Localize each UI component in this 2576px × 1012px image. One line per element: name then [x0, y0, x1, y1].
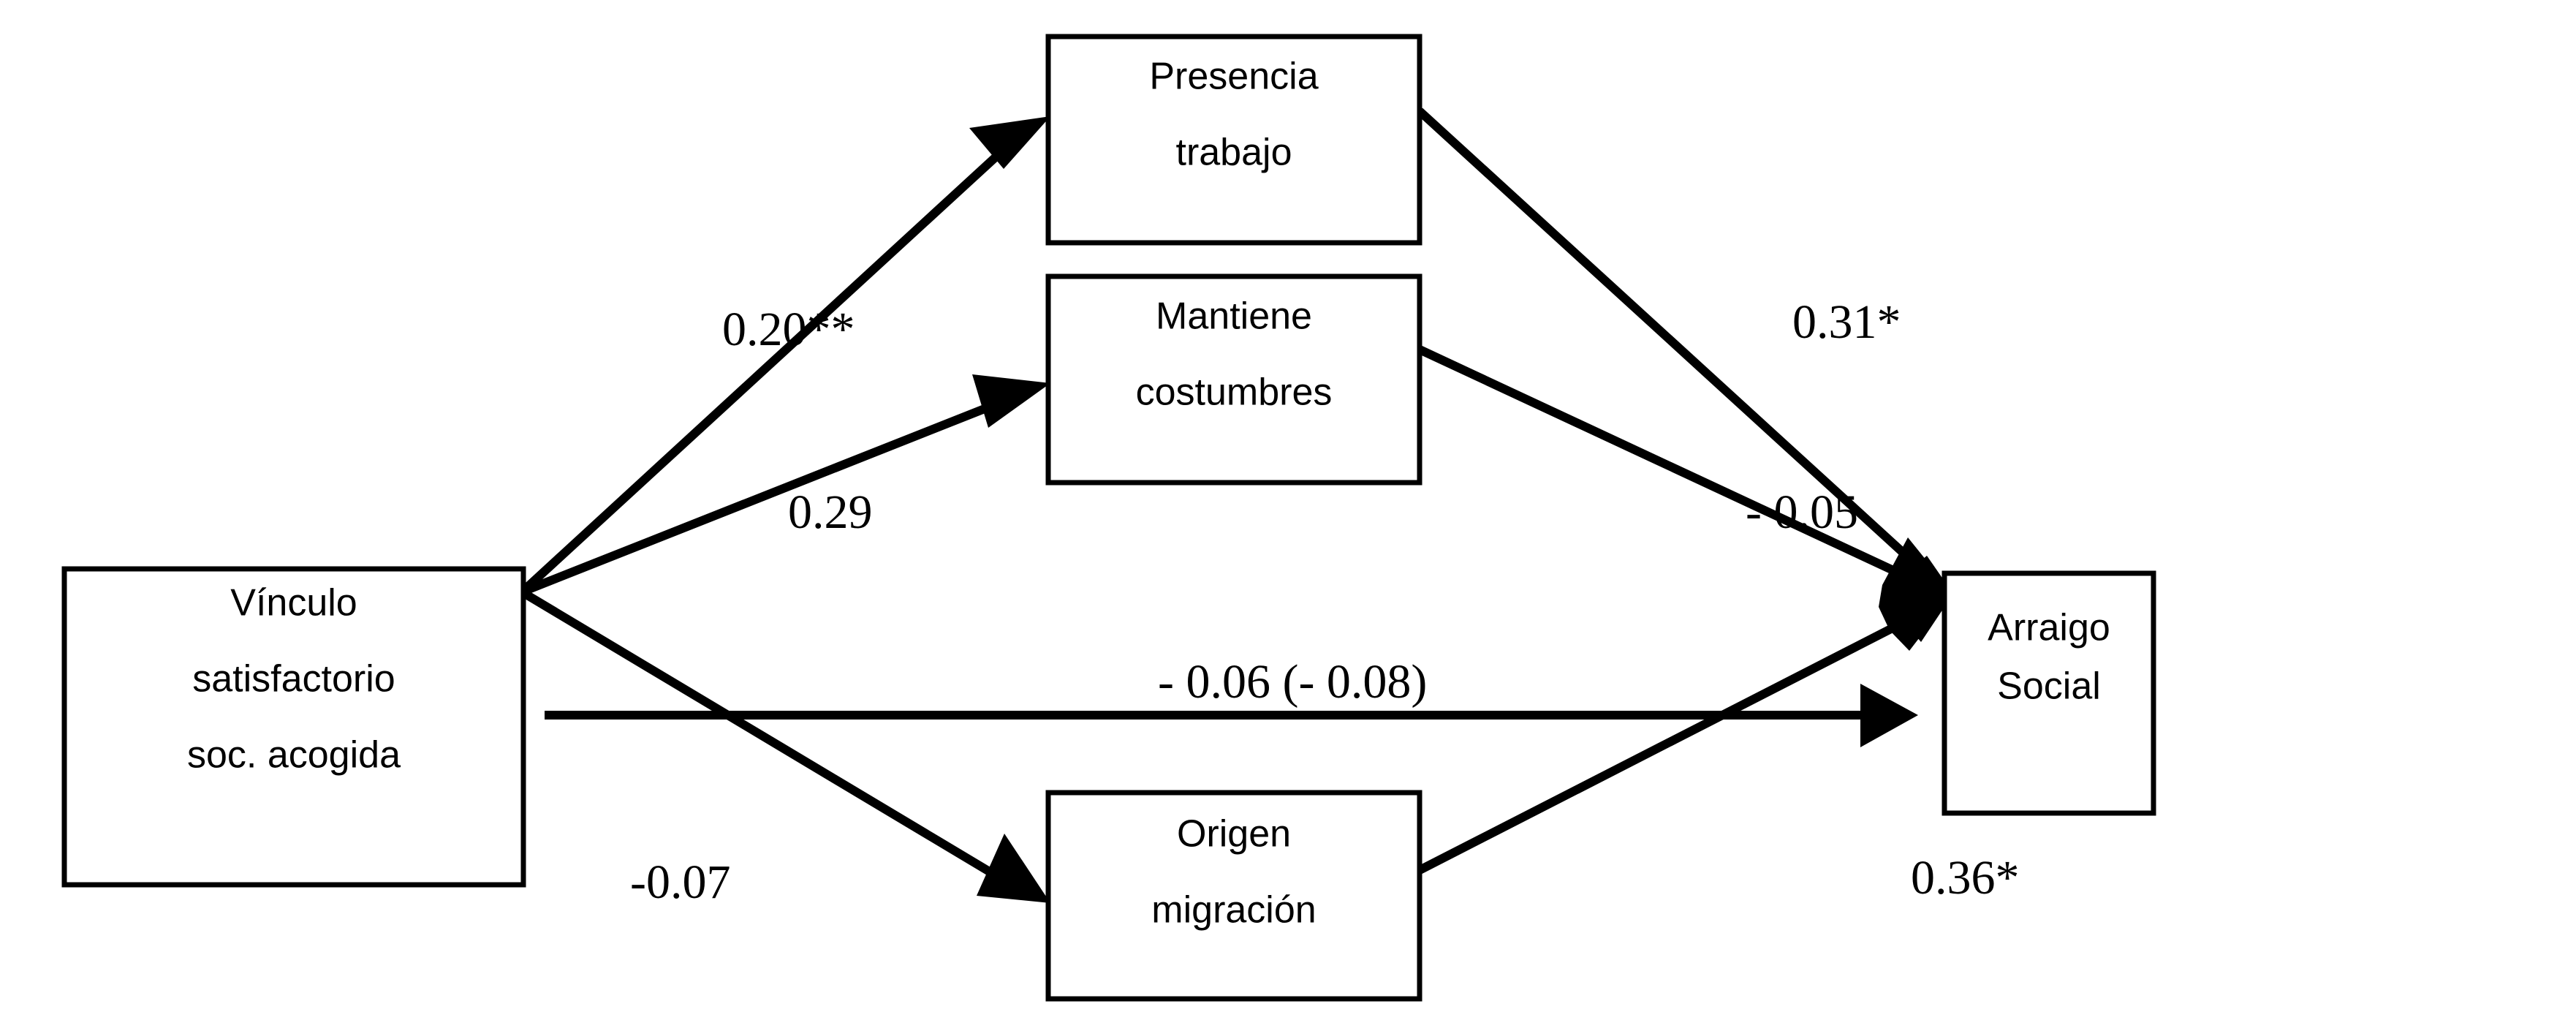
edge-line-b1	[1416, 107, 1952, 597]
coefficient-label-b2: - 0.05	[1746, 486, 1858, 539]
coefficient-label-a2: 0.29	[788, 486, 873, 539]
coefficient-label-a3: -0.07	[630, 856, 730, 909]
node-arraigo-social[interactable]: Arraigo Social	[1942, 570, 2156, 816]
edge-line-a2	[523, 389, 1026, 595]
node-label-mantiene-line2: costumbres	[1136, 371, 1333, 414]
edge-line-a1	[521, 128, 1027, 593]
node-origen-migracion[interactable]: Origen migración	[1045, 790, 1423, 1002]
edge-mantiene-costumbres-to-arraigo-social	[1417, 345, 1950, 600]
arrow-head-a3	[977, 834, 1050, 903]
node-label-origen-line1: Origen	[1177, 813, 1291, 856]
edge-predictor-to-mantiene-costumbres	[523, 374, 1050, 595]
coefficient-label-a1: 0.20**	[722, 303, 855, 356]
node-label-presencia-line1: Presencia	[1149, 56, 1318, 98]
node-label-arraigo-line1: Arraigo	[1988, 607, 2110, 649]
edge-direct-predictor-to-arraigo-social	[545, 684, 1918, 747]
node-vinculo-satisfactorio[interactable]: Vínculo satisfactorio soc. acogida	[61, 566, 526, 888]
coefficient-label-c: - 0.06 (- 0.08)	[1158, 655, 1427, 709]
node-box-arraigo-social[interactable]	[1942, 570, 2156, 816]
coefficient-label-b3: 0.36*	[1911, 851, 2020, 905]
node-box-origen-migracion[interactable]	[1045, 790, 1423, 1002]
edge-presencia-trabajo-to-arraigo-social	[1416, 107, 1952, 597]
coefficient-label-b1: 0.31*	[1792, 295, 1901, 349]
node-box-presencia-trabajo[interactable]	[1045, 34, 1423, 246]
edge-line-b3	[1417, 595, 1950, 875]
arrow-head-cluster-arraigo-social	[1879, 537, 1953, 651]
node-label-vinculo-line1: Vínculo	[230, 582, 357, 624]
node-label-arraigo-line2: Social	[1997, 665, 2101, 708]
edge-line-b2	[1417, 345, 1950, 600]
node-box-vinculo-satisfactorio[interactable]	[61, 566, 526, 888]
arrow-head-c	[1860, 684, 1918, 747]
node-presencia-trabajo[interactable]: Presencia trabajo	[1045, 34, 1423, 246]
node-label-vinculo-line2: satisfactorio	[192, 658, 395, 701]
node-label-vinculo-line3: soc. acogida	[187, 734, 401, 777]
edge-predictor-to-origen-migracion	[522, 589, 1050, 903]
edge-line-a3	[522, 589, 1020, 893]
node-box-mantiene-costumbres[interactable]	[1045, 273, 1423, 486]
node-mantiene-costumbres[interactable]: Mantiene costumbres	[1045, 273, 1423, 486]
node-label-origen-line2: migración	[1151, 889, 1316, 932]
arrow-head-a2	[972, 374, 1050, 428]
edge-origen-migracion-to-arraigo-social	[1417, 595, 1950, 875]
arrow-head-a1	[969, 116, 1050, 169]
node-label-mantiene-line1: Mantiene	[1156, 295, 1312, 338]
edge-predictor-to-presencia-trabajo	[521, 116, 1050, 593]
arrow-head-b-merge	[1898, 556, 1953, 642]
node-label-presencia-line2: trabajo	[1176, 132, 1292, 174]
